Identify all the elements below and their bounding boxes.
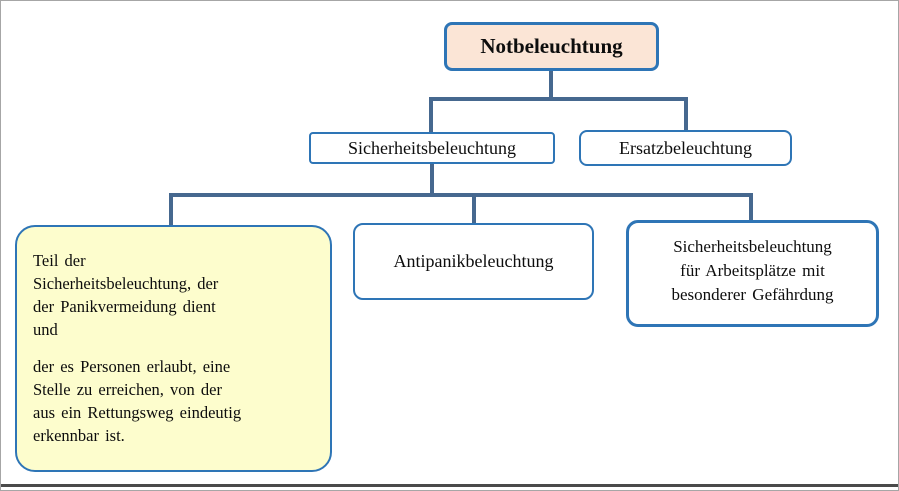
note-line: und <box>33 320 58 339</box>
connector-level3-hline <box>169 193 753 197</box>
node-ersatzbeleuchtung-label: Ersatzbeleuchtung <box>619 137 752 158</box>
note-line: Stelle zu erreichen, von der <box>33 380 222 399</box>
note-line: der Panikvermeidung dient <box>33 297 216 316</box>
connector-safety-stem <box>430 163 434 196</box>
note-paragraph-2: der es Personen erlaubt, eine Stelle zu … <box>33 355 318 447</box>
note-line: der es Personen erlaubt, eine <box>33 357 231 376</box>
node-ersatzbeleuchtung: Ersatzbeleuchtung <box>579 130 792 166</box>
node-sicherheitsbeleuchtung-label: Sicherheitsbeleuchtung <box>348 137 516 158</box>
node-escape-route-note: Teil der Sicherheitsbeleuchtung, der der… <box>15 225 332 472</box>
node-antipanikbeleuchtung-label: Antipanikbeleuchtung <box>393 251 554 271</box>
connector-drop-note <box>169 193 173 226</box>
workplace-line: für Arbeitsplätze mit <box>680 261 825 280</box>
node-notbeleuchtung-label: Notbeleuchtung <box>480 34 623 58</box>
node-arbeitsplaetze: Sicherheitsbeleuchtung für Arbeitsplätze… <box>626 220 879 327</box>
connector-drop-replacement <box>684 97 688 131</box>
note-line: Teil der <box>33 251 86 270</box>
node-antipanikbeleuchtung: Antipanikbeleuchtung <box>353 223 594 300</box>
connector-root-stem <box>549 70 553 101</box>
note-paragraph-1: Teil der Sicherheitsbeleuchtung, der der… <box>33 249 318 341</box>
workplace-line: besonderer Gefährdung <box>671 285 834 304</box>
connector-drop-workplace <box>749 193 753 221</box>
node-notbeleuchtung: Notbeleuchtung <box>444 22 659 71</box>
workplace-line: Sicherheitsbeleuchtung <box>673 237 832 256</box>
connector-drop-antipanic <box>472 193 476 224</box>
note-line: Sicherheitsbeleuchtung, der <box>33 274 219 293</box>
connector-level2-hline <box>429 97 688 101</box>
note-line: erkennbar ist. <box>33 426 125 445</box>
frame-bottom-line <box>1 484 898 487</box>
connector-drop-safety <box>429 97 433 133</box>
node-sicherheitsbeleuchtung: Sicherheitsbeleuchtung <box>309 132 555 164</box>
note-line: aus ein Rettungsweg eindeutig <box>33 403 242 422</box>
